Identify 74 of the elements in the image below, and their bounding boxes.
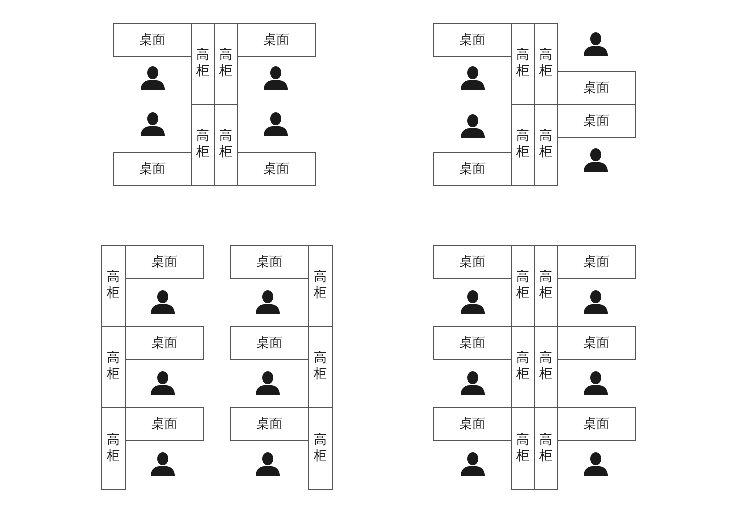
cabinet-box [214, 104, 238, 186]
cabinet-label: 高柜 [516, 432, 530, 464]
desk-label: 桌面 [584, 335, 610, 352]
cabinet-box [214, 23, 238, 105]
cabinet-box [101, 407, 126, 490]
cabinet-label: 高柜 [539, 270, 553, 302]
cabinet-box [191, 104, 215, 186]
desk-label: 桌面 [460, 32, 486, 49]
desk-label: 桌面 [460, 416, 486, 433]
desk-box [557, 71, 636, 105]
desk-label: 桌面 [584, 80, 610, 97]
desk-label: 桌面 [460, 254, 486, 271]
desk-box [230, 245, 309, 279]
desk-box [113, 23, 192, 57]
desk-box [433, 407, 512, 441]
desk-box [433, 152, 512, 186]
desk-box [237, 152, 316, 186]
desk-label: 桌面 [264, 32, 290, 49]
desk-box [113, 152, 192, 186]
cabinet-label: 高柜 [516, 351, 530, 383]
desk-box [125, 407, 204, 441]
cabinet-label: 高柜 [196, 129, 210, 161]
desk-box [557, 407, 636, 441]
desk-label: 桌面 [584, 416, 610, 433]
cabinet-box [534, 245, 558, 327]
desk-label: 桌面 [140, 161, 166, 178]
desk-box [557, 245, 636, 279]
cabinet-box [101, 326, 126, 408]
desk-label: 桌面 [460, 335, 486, 352]
cabinet-label: 高柜 [516, 129, 530, 161]
desk-label: 桌面 [152, 416, 178, 433]
desk-box [557, 104, 636, 138]
desk-box [433, 245, 512, 279]
desk-label: 桌面 [584, 254, 610, 271]
cabinet-label: 高柜 [196, 48, 210, 80]
cabinet-label: 高柜 [314, 270, 328, 302]
cabinet-box [511, 23, 535, 105]
cabinet-box [511, 245, 535, 327]
cabinet-label: 高柜 [106, 351, 120, 383]
cabinet-box [308, 326, 333, 408]
desk-label: 桌面 [584, 113, 610, 130]
cabinet-box [191, 23, 215, 105]
desk-box [125, 326, 204, 360]
desk-label: 桌面 [256, 254, 282, 271]
cabinet-label: 高柜 [539, 432, 553, 464]
cabinet-label: 高柜 [219, 129, 233, 161]
desk-box [125, 245, 204, 279]
cabinet-label: 高柜 [219, 48, 233, 80]
cabinet-label: 高柜 [106, 432, 120, 464]
desk-label: 桌面 [152, 335, 178, 352]
cabinet-label: 高柜 [539, 129, 553, 161]
desk-label: 桌面 [256, 335, 282, 352]
cabinet-label: 高柜 [314, 432, 328, 464]
desk-box [230, 407, 309, 441]
desk-box [230, 326, 309, 360]
desk-label: 桌面 [264, 161, 290, 178]
cabinet-box [308, 245, 333, 327]
desk-label: 桌面 [256, 416, 282, 433]
cabinet-label: 高柜 [516, 270, 530, 302]
desk-label: 桌面 [460, 161, 486, 178]
desk-label: 桌面 [140, 32, 166, 49]
cabinet-label: 高柜 [106, 270, 120, 302]
cabinet-box [511, 104, 535, 186]
cabinet-box [101, 245, 126, 327]
cabinet-label: 高柜 [539, 48, 553, 80]
desk-box [237, 23, 316, 57]
desk-box [433, 23, 512, 57]
cabinet-label: 高柜 [516, 48, 530, 80]
cabinet-label: 高柜 [539, 351, 553, 383]
desk-box [557, 326, 636, 360]
cabinet-box [308, 407, 333, 490]
cabinet-label: 高柜 [314, 351, 328, 383]
desk-box [433, 326, 512, 360]
desk-label: 桌面 [152, 254, 178, 271]
